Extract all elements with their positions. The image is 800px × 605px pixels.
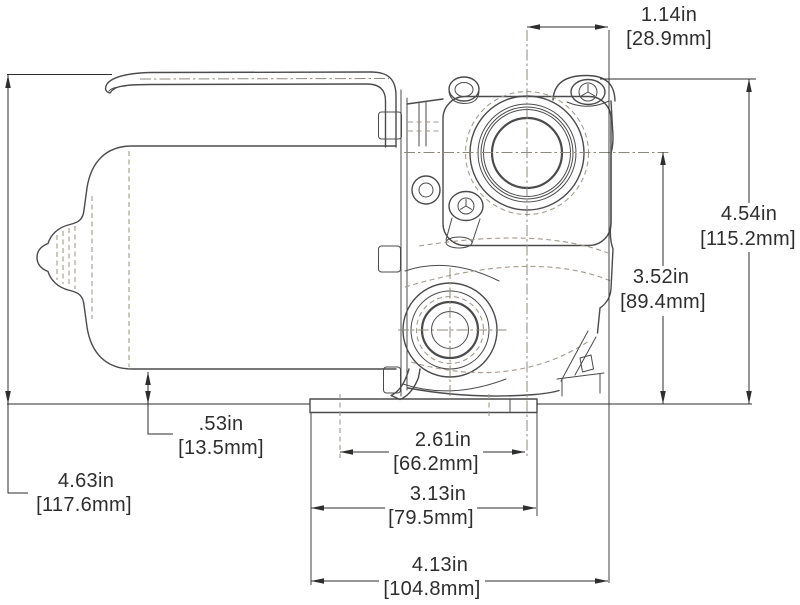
- junction-tab-bottom: [383, 366, 401, 394]
- dimension-port-center-height: 3.52in [89.4mm]: [620, 152, 706, 404]
- junction-plate: [400, 89, 408, 397]
- vent-circle-outer: [411, 175, 441, 205]
- dim-label-inches: 3.13in: [410, 483, 466, 505]
- motor-hidden-lines: [56, 151, 130, 367]
- top-port-ring-2: [480, 106, 574, 200]
- handle-centerline: [139, 78, 390, 80]
- dimension-overall-length: 4.13in [104.8mm]: [311, 554, 608, 600]
- top-bolt: [566, 78, 610, 107]
- arrow-right: [523, 505, 536, 511]
- volute-hidden-sweeps: [404, 237, 612, 374]
- top-cap-base: [448, 91, 480, 104]
- left-foot-hook: [390, 368, 421, 401]
- arrow-left: [527, 24, 540, 30]
- vent-circle-inner: [418, 182, 434, 198]
- dim-label-metric: [79.5mm]: [388, 507, 474, 529]
- right-mount-foot: [556, 330, 605, 397]
- dimension-base-plate-width: 3.13in [79.5mm]: [311, 483, 536, 529]
- left-block-hidden: [408, 121, 442, 132]
- side-bolt-drive: [460, 199, 472, 210]
- arrow-up: [5, 75, 11, 88]
- motor-pump-junction: [378, 89, 408, 397]
- dim-label-inches: 3.52in: [633, 266, 689, 288]
- base-plate: [309, 394, 538, 458]
- base-plate-outline: [309, 398, 538, 414]
- right-foot-base: [556, 372, 605, 397]
- dim-label-metric: [89.4mm]: [620, 291, 706, 313]
- carry-handle: [104, 71, 397, 148]
- junction-tab-top: [378, 111, 402, 140]
- dim-label-inches: 1.14in: [641, 4, 697, 26]
- dim-label-metric: [13.5mm]: [178, 437, 264, 459]
- top-cap-dome: [448, 76, 480, 102]
- side-bolt-foot: [445, 236, 473, 249]
- extension-lines: [7, 30, 756, 585]
- dimension-handle-height: 4.63in [117.6mm]: [5, 75, 132, 516]
- side-bolt-recess: [457, 197, 475, 215]
- arrow-right: [595, 24, 608, 30]
- top-bolt-recess: [578, 82, 598, 102]
- arrow-left: [311, 505, 324, 511]
- motor-body: [36, 145, 397, 370]
- side-bolt-neck: [445, 217, 481, 244]
- arrow-up: [660, 152, 666, 165]
- handle-tip-fold: [108, 85, 127, 92]
- pump-head: [390, 74, 616, 401]
- dimension-top-port-offset: 1.14in [28.9mm]: [527, 4, 712, 50]
- arrow-down: [660, 391, 666, 404]
- dim-line-and-leader: [7, 75, 28, 494]
- arrow-right: [512, 449, 525, 455]
- top-bolt-drive: [581, 84, 595, 97]
- motor-outline: [36, 145, 397, 370]
- dim-line-and-leader: [147, 372, 173, 435]
- arrow-down: [145, 391, 151, 404]
- throat-upper: [404, 264, 500, 282]
- dim-label-metric: [117.6mm]: [36, 494, 132, 516]
- bolt-boss: [552, 74, 616, 102]
- dimension-motor-base-clearance: .53in [13.5mm]: [145, 372, 264, 459]
- centerlines: [398, 30, 671, 458]
- arrow-left: [311, 578, 324, 584]
- dim-label-inches: 4.54in: [721, 203, 777, 225]
- side-bolt: [445, 190, 484, 249]
- dim-label-metric: [66.2mm]: [393, 453, 479, 475]
- dim-label-inches: 4.13in: [412, 554, 468, 576]
- side-bolt-head: [448, 190, 484, 222]
- arrow-down: [746, 391, 752, 404]
- top-bolt-head: [570, 78, 606, 106]
- arrow-up: [746, 79, 752, 92]
- dimension-mount-slot-spacing: 2.61in [66.2mm]: [340, 429, 525, 475]
- dim-label-metric: [104.8mm]: [383, 578, 480, 600]
- dimension-overall-height: 4.54in [115.2mm]: [700, 79, 796, 404]
- dim-label-inches: 2.61in: [415, 429, 471, 451]
- arrow-left: [340, 449, 353, 455]
- head-bottom-edge: [407, 387, 560, 397]
- arrow-up: [145, 372, 151, 385]
- top-bolt-collar: [566, 100, 610, 107]
- head-top-ribs: [418, 102, 427, 147]
- arrow-right: [595, 578, 608, 584]
- dim-label-inches: .53in: [199, 413, 244, 435]
- arrow-down: [5, 391, 11, 404]
- head-right-edge: [596, 100, 614, 334]
- top-cap-inner: [454, 82, 474, 97]
- right-foot-pad: [579, 354, 594, 373]
- dim-label-metric: [115.2mm]: [700, 228, 796, 250]
- head-top-edge: [406, 98, 444, 105]
- handle-outline: [104, 71, 397, 148]
- dim-label-metric: [28.9mm]: [626, 28, 712, 50]
- junction-tab-middle: [378, 245, 401, 273]
- dim-label-inches: 4.63in: [58, 470, 114, 492]
